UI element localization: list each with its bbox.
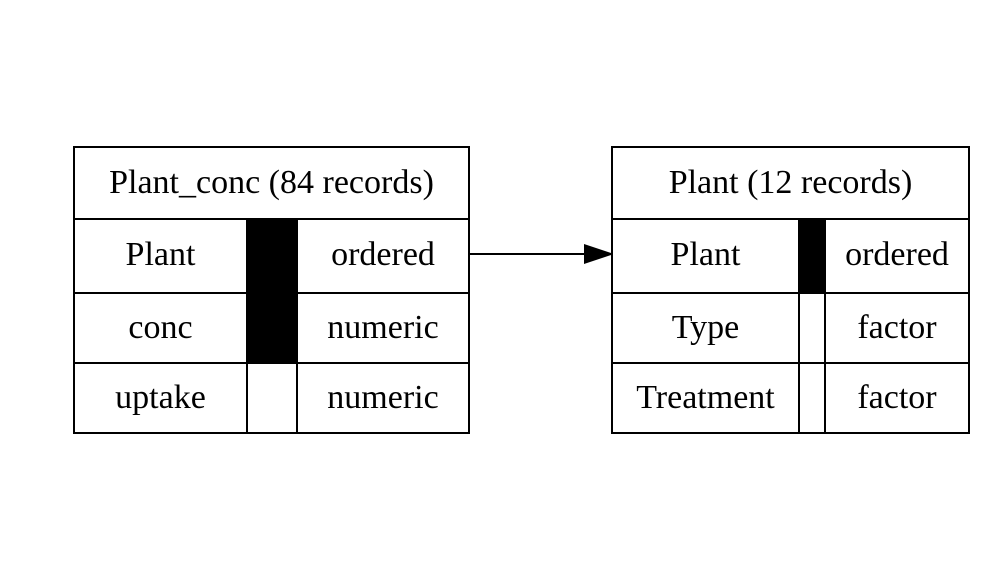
table-row: Treatment factor [613, 362, 968, 432]
table-title: Plant_conc (84 records) [75, 148, 468, 220]
column-type: numeric [327, 379, 439, 416]
column-name: Plant [670, 236, 741, 273]
table-row: conc numeric [75, 292, 468, 362]
column-type: ordered [845, 236, 949, 273]
table-plant-conc: Plant_conc (84 records) Plant ordered co… [73, 146, 470, 434]
table-title: Plant (12 records) [613, 148, 968, 220]
table-row: Plant ordered [613, 218, 968, 292]
column-type: factor [857, 379, 937, 416]
column-name: Type [671, 309, 740, 346]
table-row: Plant ordered [75, 218, 468, 292]
relationship-arrowhead [584, 244, 614, 264]
column-type: factor [857, 309, 937, 346]
key-marker [246, 364, 298, 432]
column-name: conc [128, 309, 193, 346]
column-name: Plant [125, 236, 196, 273]
column-name: uptake [115, 379, 206, 416]
column-type: ordered [331, 236, 435, 273]
key-marker [246, 218, 298, 292]
table-row: Type factor [613, 292, 968, 362]
key-marker [798, 294, 826, 362]
column-name: Treatment [636, 379, 775, 416]
table-plant: Plant (12 records) Plant ordered Type fa… [611, 146, 970, 434]
key-marker [246, 294, 298, 362]
table-row: uptake numeric [75, 362, 468, 432]
key-marker [798, 364, 826, 432]
column-type: numeric [327, 309, 439, 346]
key-marker [798, 218, 826, 292]
